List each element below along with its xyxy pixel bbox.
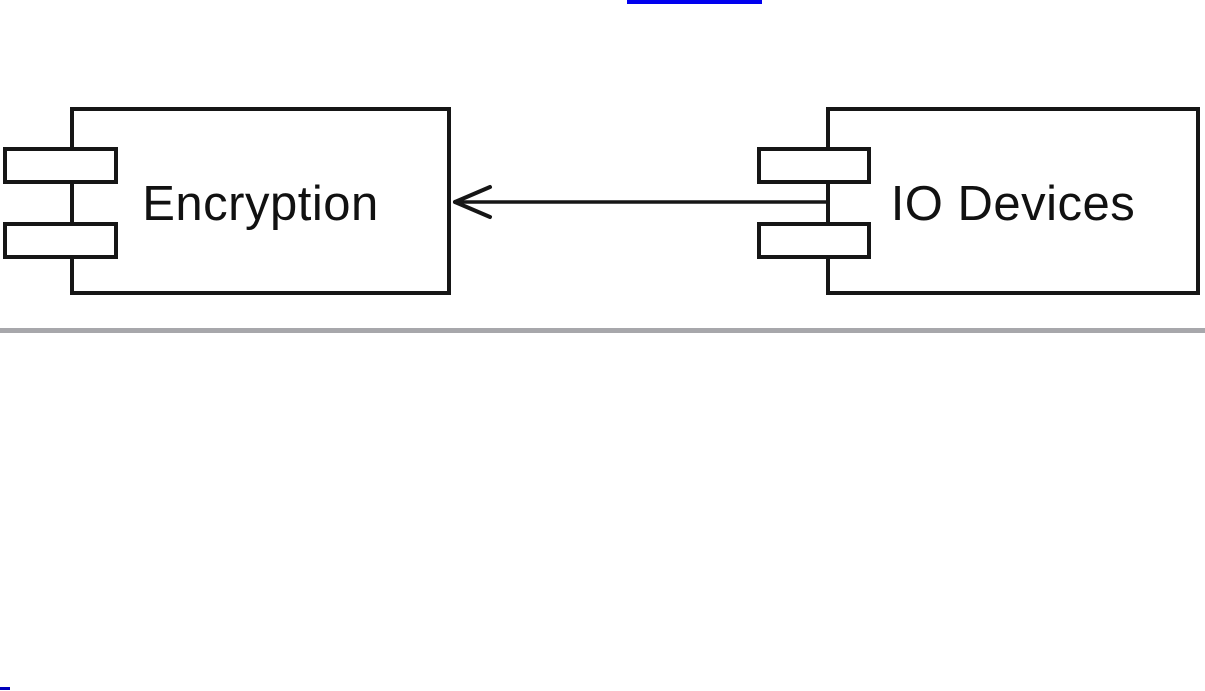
component-io-devices: IO Devices bbox=[826, 107, 1200, 295]
truncated-hyperlink-top[interactable] bbox=[627, 0, 762, 4]
truncated-hyperlink-bottom[interactable] bbox=[0, 687, 10, 690]
component-tab-icon bbox=[757, 147, 871, 184]
component-tab-icon bbox=[757, 222, 871, 259]
component-tab-icon bbox=[3, 147, 118, 184]
horizontal-divider bbox=[0, 328, 1205, 333]
component-tab-icon bbox=[3, 222, 118, 259]
dependency-arrow-icon bbox=[453, 185, 830, 219]
component-io-devices-label: IO Devices bbox=[890, 176, 1136, 231]
component-encryption: Encryption bbox=[70, 107, 451, 295]
component-encryption-label: Encryption bbox=[142, 176, 379, 231]
